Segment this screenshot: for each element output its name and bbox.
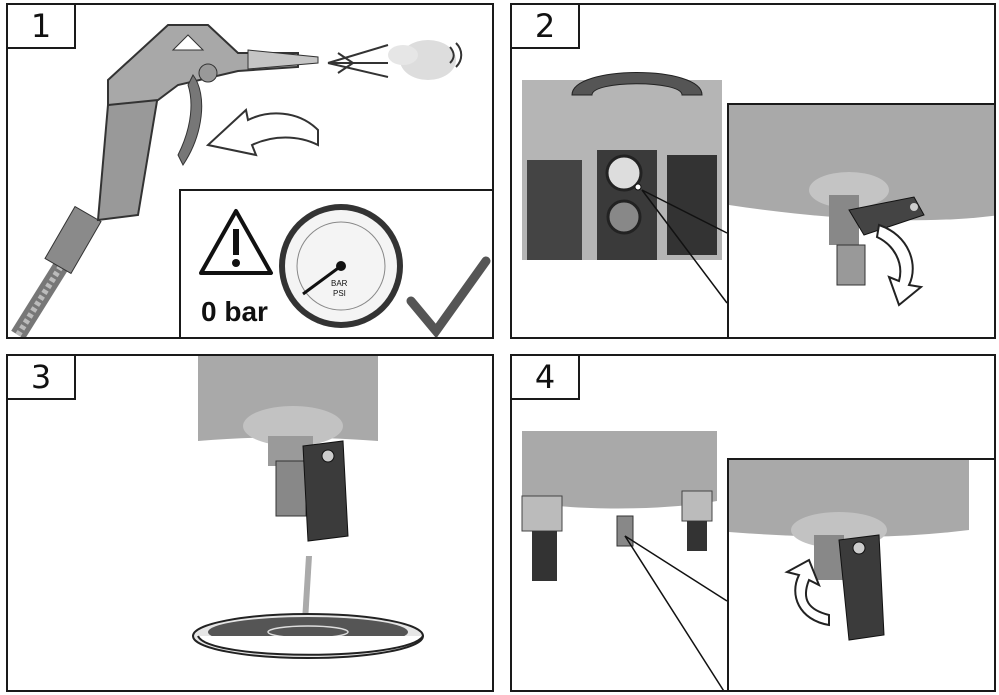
step-number: 2 bbox=[512, 5, 580, 49]
pressure-label: 0 bar bbox=[201, 296, 268, 327]
step-number: 3 bbox=[8, 356, 76, 400]
step-1-panel: 1 bbox=[6, 3, 494, 339]
step-number: 1 bbox=[8, 5, 76, 49]
drain-valve-inset bbox=[727, 103, 994, 337]
gauge-unit-bottom: PSI bbox=[333, 289, 346, 298]
step-3-panel: 3 bbox=[6, 354, 494, 692]
blow-gun-illustration bbox=[11, 24, 463, 337]
draining-condensate-illustration bbox=[192, 356, 424, 659]
step-number: 4 bbox=[512, 356, 580, 400]
drain-valve-close-inset bbox=[727, 458, 994, 690]
drain-valve-open-illustration bbox=[729, 105, 994, 307]
step-4-panel: 4 bbox=[510, 354, 996, 692]
gauge-inset: 0 bar BAR PSI bbox=[179, 189, 492, 337]
warning-and-gauge bbox=[199, 204, 491, 337]
compressor-base-illustration bbox=[521, 431, 728, 690]
step-2-panel: 2 bbox=[510, 3, 996, 339]
compressor-control-panel-illustration bbox=[522, 72, 728, 304]
drain-valve-closed-illustration bbox=[729, 460, 969, 641]
gauge-unit-top: BAR bbox=[331, 279, 348, 288]
